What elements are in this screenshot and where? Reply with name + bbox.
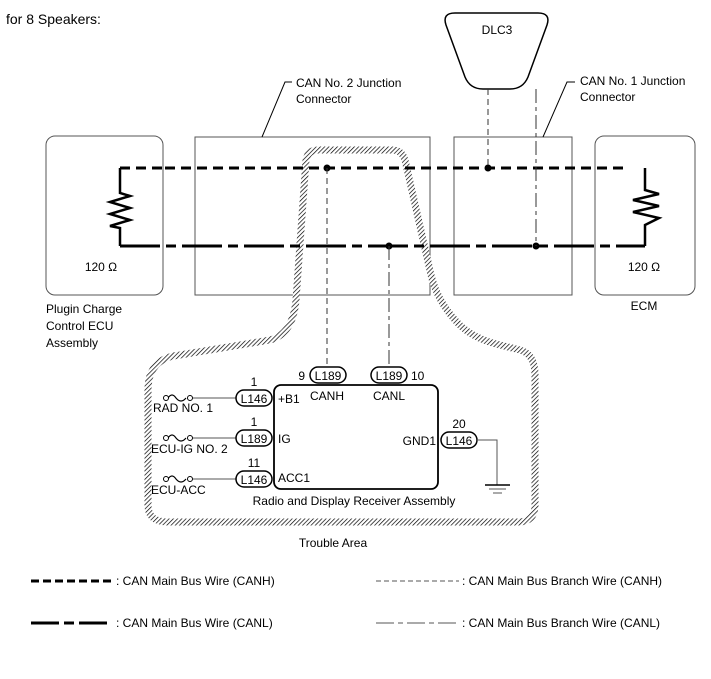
- can2-label-line1: CAN No. 2 Junction: [296, 76, 401, 90]
- canh-pin-number: 9: [298, 369, 305, 383]
- radio-label: Radio and Display Receiver Assembly: [253, 494, 456, 508]
- b1-pin-number: 1: [251, 375, 258, 389]
- ig-pin-number: 1: [251, 415, 258, 429]
- can1-junction-connector: [453, 136, 573, 296]
- acc1-connector-badge: [235, 470, 273, 488]
- fuse-terminal-right: [187, 435, 193, 441]
- ecm-box: [594, 135, 696, 296]
- dlc3-connector: [444, 12, 549, 90]
- canh-connector-id: L189: [315, 369, 342, 383]
- resistor-right: [632, 168, 663, 246]
- ig-connector-id: L189: [241, 432, 268, 446]
- can2-leader-line: [261, 81, 292, 138]
- canh-pin-name: CANH: [310, 389, 344, 403]
- dlc3-label: DLC3: [482, 23, 513, 37]
- fuse-rad-no1-label: RAD NO. 1: [153, 401, 213, 415]
- ecm-label: ECM: [631, 299, 658, 313]
- fuse-terminal-left: [163, 476, 169, 482]
- b1-connector-id: L146: [241, 392, 268, 406]
- canh-junction-dot-can1: [484, 164, 492, 172]
- fuse-ecu-ig-no2-label: ECU-IG NO. 2: [151, 442, 228, 456]
- fuse-ecu-acc-label: ECU-ACC: [151, 483, 206, 497]
- canl-pin-name: CANL: [373, 389, 405, 403]
- radio-display-receiver-box: [273, 384, 439, 490]
- plugin-ecu-label-line2: Control ECU: [46, 319, 113, 333]
- plugin-charge-ecu-box: [45, 135, 164, 296]
- can1-label-line2: Connector: [580, 90, 635, 104]
- gnd1-pin-name: GND1: [403, 434, 437, 448]
- b1-connector-badge: [235, 389, 273, 407]
- fuse-icon-ecu-acc: [167, 475, 187, 483]
- fuse-icon-rad-no1: [167, 394, 187, 402]
- acc1-pin-number: 11: [248, 456, 261, 470]
- resistor-left: [105, 168, 135, 246]
- gnd1-connector-id: L146: [446, 434, 473, 448]
- legend: : CAN Main Bus Wire (CANH) : CAN Main Bu…: [31, 574, 662, 630]
- ig-pin-name: IG: [278, 432, 291, 446]
- plugin-ecu-label-line1: Plugin Charge: [46, 302, 122, 316]
- canl-pin-number: 10: [411, 369, 425, 383]
- ig-connector-badge: [235, 429, 273, 447]
- can2-junction-connector: [194, 136, 431, 296]
- plugin-ecu-label-line3: Assembly: [46, 336, 98, 350]
- page-heading: for 8 Speakers:: [6, 11, 101, 27]
- can1-label-line1: CAN No. 1 Junction: [580, 74, 685, 88]
- legend-canh-main-label: : CAN Main Bus Wire (CANH): [116, 574, 275, 588]
- acc1-connector-id: L146: [241, 473, 268, 487]
- fuse-terminal-right: [187, 395, 193, 401]
- plugin-ecu-resistor-value: 120 Ω: [85, 260, 117, 274]
- fuse-terminal-left: [163, 395, 169, 401]
- gnd1-wire: [477, 439, 498, 485]
- b1-pin-name: +B1: [278, 392, 300, 406]
- legend-canh-branch-label: : CAN Main Bus Branch Wire (CANH): [462, 574, 662, 588]
- trouble-area-label: Trouble Area: [299, 536, 368, 550]
- trouble-area-outline: [144, 146, 539, 526]
- legend-canl-main-label: : CAN Main Bus Wire (CANL): [116, 616, 273, 630]
- canl-connector-id: L189: [376, 369, 403, 383]
- gnd1-pin-number: 20: [452, 417, 466, 431]
- can1-leader-line: [542, 81, 575, 138]
- fuse-terminal-right: [187, 476, 193, 482]
- can2-label-line2: Connector: [296, 92, 351, 106]
- ground-icon: [485, 484, 510, 494]
- canh-connector-badge: [309, 366, 347, 384]
- fuse-terminal-left: [163, 435, 169, 441]
- legend-canl-branch-label: : CAN Main Bus Branch Wire (CANL): [462, 616, 660, 630]
- ecm-resistor-value: 120 Ω: [628, 260, 660, 274]
- acc1-pin-name: ACC1: [278, 471, 310, 485]
- canl-connector-badge: [370, 366, 408, 384]
- fuse-icon-ecu-ig-no2: [167, 434, 187, 442]
